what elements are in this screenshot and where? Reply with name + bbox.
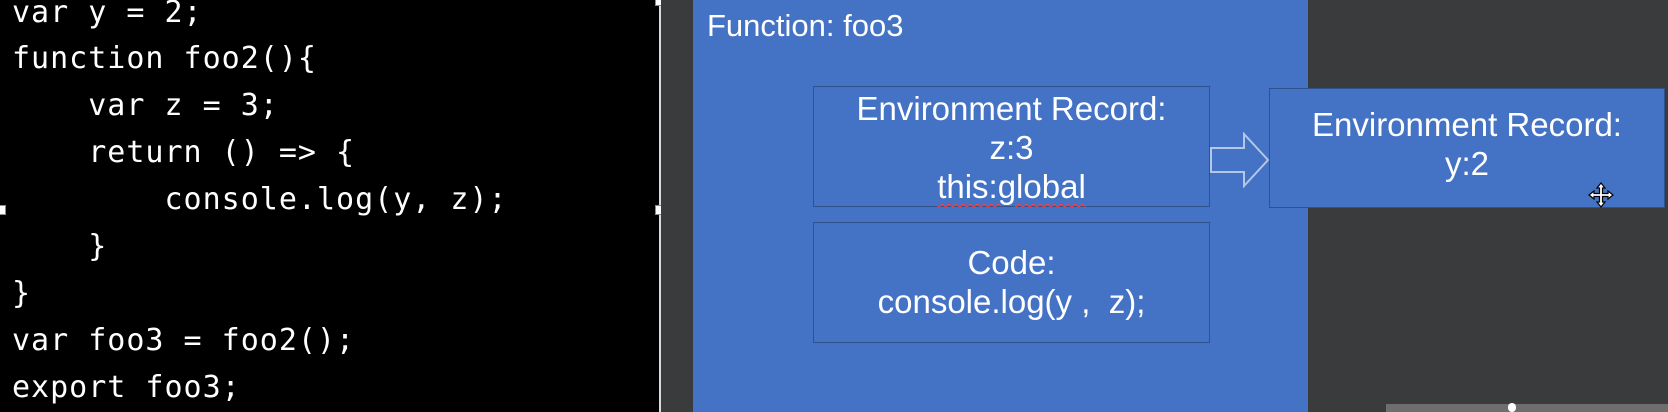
code-line: console.log(y, z); bbox=[12, 182, 508, 217]
function-title: Function: foo3 bbox=[707, 8, 904, 43]
slide-gap bbox=[661, 0, 693, 412]
code-line: return () => { bbox=[12, 135, 356, 170]
code-panel: var y = 2; function foo2(){ var z = 3; r… bbox=[0, 0, 660, 412]
code-line: var z = 3; bbox=[12, 88, 279, 123]
environment-entry: z:3 bbox=[989, 129, 1034, 166]
function-box[interactable]: Function: foo3 Environment Record: z:3 t… bbox=[693, 0, 1308, 412]
move-cursor-icon bbox=[1588, 182, 1614, 208]
environment-record-title: Environment Record: bbox=[856, 90, 1167, 127]
environment-record-title: Environment Record: bbox=[1312, 106, 1622, 143]
code-line: } bbox=[12, 276, 32, 311]
code-line: export foo3; bbox=[12, 370, 241, 405]
code-box-text: console.log(y , z); bbox=[877, 283, 1146, 320]
inner-environment-record[interactable]: Environment Record: z:3 this:global bbox=[813, 86, 1210, 207]
bottom-strip-highlight bbox=[1508, 403, 1516, 412]
resize-handle-left[interactable] bbox=[0, 205, 6, 215]
code-line: function foo2(){ bbox=[12, 41, 317, 76]
code-box-title: Code: bbox=[967, 244, 1056, 281]
code-box[interactable]: Code: console.log(y , z); bbox=[813, 222, 1210, 343]
code-line: var foo3 = foo2(); bbox=[12, 323, 356, 358]
code-line: var y = 2; bbox=[12, 0, 203, 30]
environment-entry: this:global bbox=[937, 168, 1086, 205]
code-line: } bbox=[12, 229, 108, 264]
environment-entry: y:2 bbox=[1444, 145, 1490, 182]
arrow-icon bbox=[1210, 132, 1270, 188]
bottom-strip bbox=[1386, 404, 1668, 412]
